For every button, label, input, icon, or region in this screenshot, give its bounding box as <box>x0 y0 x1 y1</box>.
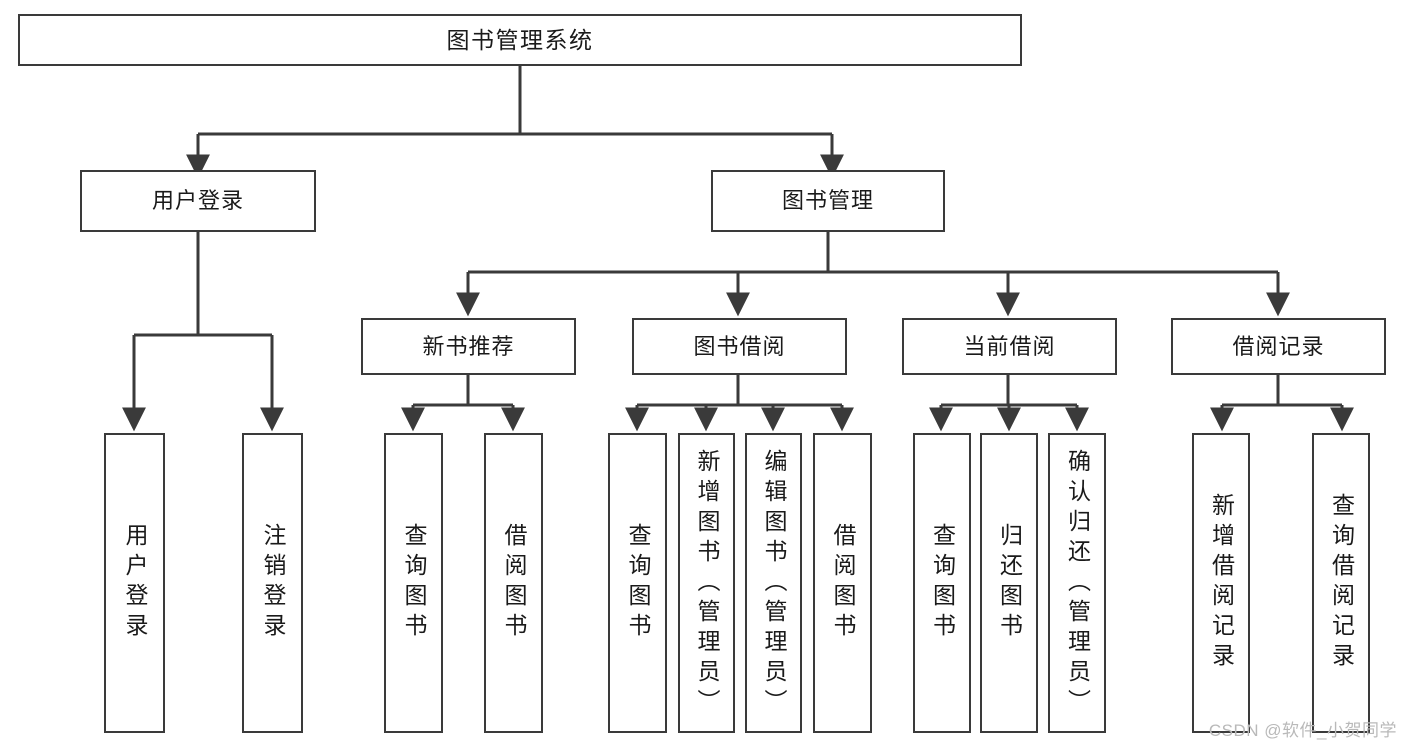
node-book-management-system[interactable]: 图书管理系统 <box>18 14 1022 66</box>
node-label: 查询图书 <box>401 523 427 643</box>
node-label: 图书管理 <box>781 188 874 214</box>
node-label: 查询借阅记录 <box>1328 493 1355 673</box>
node-current-borrow[interactable]: 当前借阅 <box>902 318 1117 375</box>
node-label: 新书推荐 <box>422 333 515 359</box>
csdn-watermark: CSDN @软件_小贺同学 <box>1208 721 1397 740</box>
leaf-add-book-admin[interactable]: 新增图书（管理员） <box>678 433 735 733</box>
node-label: 编辑图书（管理员） <box>761 449 787 719</box>
leaf-add-borrow-record[interactable]: 新增借阅记录 <box>1192 433 1250 733</box>
node-label: 用户登录 <box>151 188 244 214</box>
node-label: 用户登录 <box>122 523 148 643</box>
node-label: 确认归还（管理员） <box>1064 449 1091 719</box>
leaf-return-book[interactable]: 归还图书 <box>980 433 1038 733</box>
leaf-query-book-current[interactable]: 查询图书 <box>913 433 971 733</box>
node-label: 当前借阅 <box>963 333 1056 359</box>
node-book-management[interactable]: 图书管理 <box>711 170 945 232</box>
node-user-login[interactable]: 用户登录 <box>80 170 316 232</box>
node-label: 注销登录 <box>260 523 286 643</box>
node-label: 借阅图书 <box>830 523 856 643</box>
node-label: 图书管理系统 <box>446 26 594 53</box>
node-new-book-recommend[interactable]: 新书推荐 <box>361 318 576 375</box>
node-label: 归还图书 <box>996 523 1023 643</box>
node-label: 图书借阅 <box>693 333 786 359</box>
leaf-query-book-recommend[interactable]: 查询图书 <box>384 433 443 733</box>
leaf-user-login[interactable]: 用户登录 <box>104 433 165 733</box>
leaf-edit-book-admin[interactable]: 编辑图书（管理员） <box>745 433 802 733</box>
node-label: 新增图书（管理员） <box>694 449 720 719</box>
node-book-borrow[interactable]: 图书借阅 <box>632 318 847 375</box>
node-label: 新增借阅记录 <box>1208 493 1235 673</box>
node-label: 借阅图书 <box>501 523 527 643</box>
node-label: 借阅记录 <box>1232 333 1325 359</box>
leaf-borrow-book[interactable]: 借阅图书 <box>813 433 872 733</box>
leaf-borrow-book-recommend[interactable]: 借阅图书 <box>484 433 543 733</box>
leaf-query-borrow-record[interactable]: 查询借阅记录 <box>1312 433 1370 733</box>
leaf-query-book-borrow[interactable]: 查询图书 <box>608 433 667 733</box>
leaf-confirm-return-admin[interactable]: 确认归还（管理员） <box>1048 433 1106 733</box>
node-label: 查询图书 <box>625 523 651 643</box>
node-label: 查询图书 <box>929 523 956 643</box>
node-borrow-record[interactable]: 借阅记录 <box>1171 318 1386 375</box>
leaf-user-logout[interactable]: 注销登录 <box>242 433 303 733</box>
